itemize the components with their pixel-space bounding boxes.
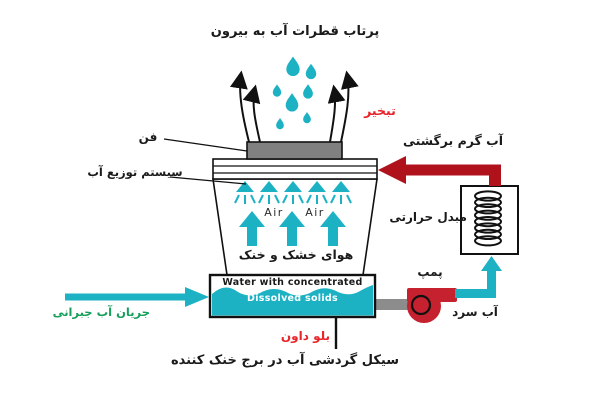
dry-cool-air-label: هوای خشک و خنک [238,247,354,262]
pump-icon [407,288,457,323]
hot-return-water-label: آب گرم برگشتی [403,133,503,148]
basin [208,273,377,319]
air-label: Air [264,206,284,219]
makeup-water-arrow-icon [65,287,209,307]
water-concentrated-label: Water with concentrated [222,277,363,288]
air-label: Air [305,206,325,219]
water-surface [212,285,373,316]
drain-pipe [374,299,412,310]
dissolved-solids-label: Dissolved solids [247,293,338,304]
hot-water-arrow-icon [378,156,501,186]
blowdown-label: بلو داون [280,329,330,343]
coil-icon [474,190,502,247]
water-distribution-label: سیستم توزیع آب [87,165,183,179]
evaporation-label: تبخیر [364,103,396,118]
distribution-pointer-line [169,176,247,185]
makeup-water-label: جریان آب جبرانی [52,305,150,319]
droplets-ejection-label: پرتاب قطرات آب به بیرون [210,24,380,39]
air-up-arrows-icon [239,211,346,246]
heat-exchanger-label: مبدل حرارتی [389,210,467,224]
fan-label: فن [138,130,158,144]
water-droplets-icon [272,56,317,130]
fan-icon [246,141,343,160]
cold-water-label: آب سرد [452,305,498,319]
heat-exchanger-icon [460,185,519,255]
cold-water-pipe-arrow-icon [455,256,502,298]
spray-nozzles-icon [234,181,352,204]
diagram-caption: سیکل گردشی آب در برج خنک کننده [170,353,400,368]
pump-label: پمپ [417,265,443,279]
distribution-deck [212,158,378,180]
airflow-out-arrows-icon [229,70,359,143]
fan-pointer-line [163,138,248,152]
